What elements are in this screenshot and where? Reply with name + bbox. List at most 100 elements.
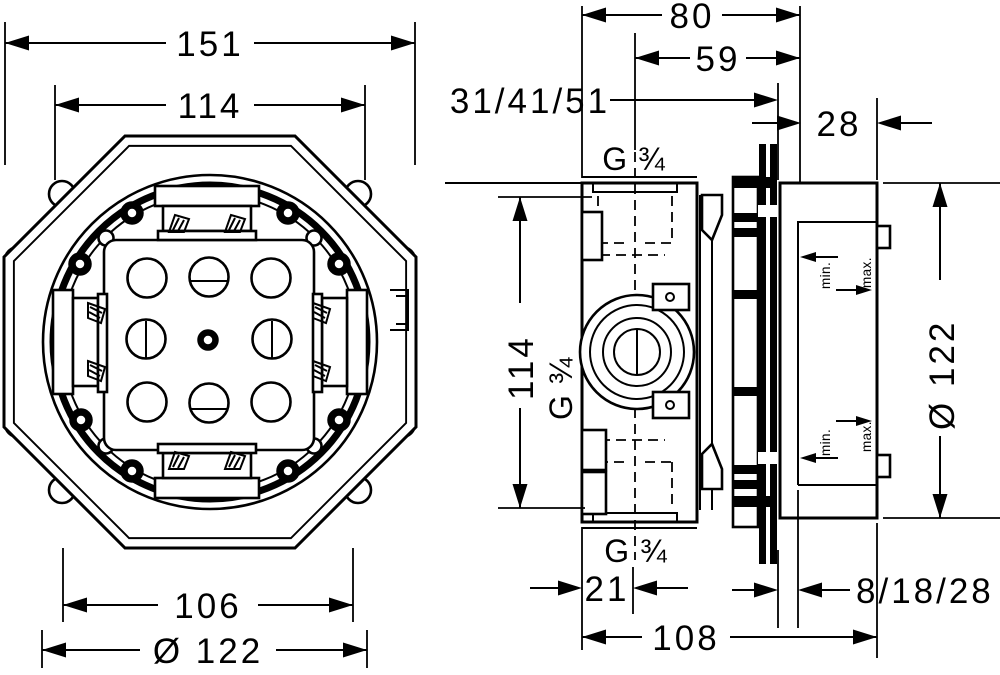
bolt-boss [120,201,144,225]
bracket-bar [153,184,261,208]
dim-port-span-height: 114 [498,196,592,509]
dim-flange-width: 151 [4,22,416,165]
body-notch [580,428,608,472]
shield-tab [875,453,892,479]
hatch-wedge [87,359,107,383]
bracket-slot [320,296,349,388]
dim-flange-width-value: 151 [176,25,243,64]
top-port-collar [592,182,678,193]
thread-label-top: G ¾ [602,141,666,177]
dim-body-length: 108 [582,523,878,658]
extension-lines [498,196,592,509]
flange-octagon-inner [12,144,408,540]
screw-gap [758,452,778,464]
bracket-bar [156,229,258,242]
plaster-shield [778,181,892,520]
plate-band [733,177,770,188]
shield-inner-lines [797,221,877,486]
bolt-boss [276,201,300,225]
dim-bottom-offset-value: 21 [585,570,630,609]
hatch-wedge [223,450,247,470]
screw-slots [145,280,273,410]
thread-label-bottom: G ¾ [604,533,668,569]
clamp-bracket-left [51,288,109,396]
screw-gap [758,205,778,217]
dim-front-diameter: Ø 122 [41,630,368,671]
max-label-top: max. [859,257,874,288]
min-arrowhead-icon [800,453,816,463]
bracket-bar [96,292,109,394]
extension-lines [54,85,366,180]
plate-band [733,213,758,222]
dimension-arrowheads-icon [582,7,800,23]
extension-lines [581,6,801,182]
max-arrowhead-icon [856,416,872,426]
bolt-boss [327,408,351,432]
side-outlet-boss [578,293,696,411]
lug-hole [665,400,675,410]
plate-band [733,480,758,489]
hatch-wedge [167,450,191,470]
extension-lines [581,527,634,650]
bolt-boss [120,459,144,483]
thread-label-side: G ¾ [543,356,579,420]
dim-adjustment-depth-value: 28 [817,105,862,144]
dimension-arrowhead-icon [754,92,778,108]
clamp-bracket-bottom [153,442,261,500]
internal-bore-lines [600,254,665,441]
dim-connection-depth: 59 [634,33,800,150]
screw-port-grid [125,256,293,424]
max-label-bottom: max. [859,421,874,452]
dim-wall-thickness-value: 8/18/28 [856,572,994,611]
bolt-bosses [68,201,351,483]
plate-band [733,228,758,237]
min-label-bottom: min. [818,429,833,456]
retainer-clip [390,289,409,331]
body-notch [580,470,608,516]
bracket-bar [153,476,261,500]
body-edge-lines [582,176,697,529]
dim-body-width: 106 [62,548,354,626]
side-view: min. max. max. min. [445,144,892,564]
max-arrowhead-icon [856,285,872,295]
min-arrowhead-icon [800,252,816,262]
dimension-arrowheads-icon [558,580,657,596]
side-dimensions: 80 59 31/41/51 28 Ø 122 [450,0,1000,658]
hatch-wedge [312,359,332,383]
dim-wall-thickness-range: 8/18/28 [732,490,994,628]
plate-band [733,387,758,396]
bolt-boss [276,459,300,483]
bracket-slot [161,451,253,480]
clamp-bracket-top [153,184,261,242]
fixing-screw [770,144,777,564]
dim-install-depth-range: 31/41/51 [450,82,779,180]
dim-connection-depth-value: 59 [696,40,741,79]
front-view [2,134,418,550]
dim-total-depth-value: 80 [670,0,715,36]
bolt-boss [69,408,93,432]
plate-band [733,465,758,474]
dim-install-depth-value: 31/41/51 [450,82,610,121]
center-screw-boss [197,329,219,351]
dim-bottom-offset: 21 [530,527,688,650]
dim-bolt-circle-width: 114 [54,85,366,180]
flange-plate-stack [699,144,778,564]
dim-adjustment-depth: 28 [752,98,932,180]
bracket-bar [51,288,75,396]
dim-port-span-value: 114 [502,335,541,400]
mounting-lug [651,390,691,420]
screw-port [188,256,230,298]
dim-side-diameter-value: Ø 122 [923,320,962,430]
fixing-screw [759,144,766,564]
bracket-bar [156,442,258,455]
screw-port [126,257,168,299]
clamp-bracket-right [311,288,369,396]
dim-side-diameter: Ø 122 [883,182,1000,519]
dim-total-depth: 80 [581,0,801,182]
hatch-wedge [87,301,107,325]
body-notch [580,210,604,262]
plate-band [733,496,770,507]
mounting-lug [651,282,691,312]
